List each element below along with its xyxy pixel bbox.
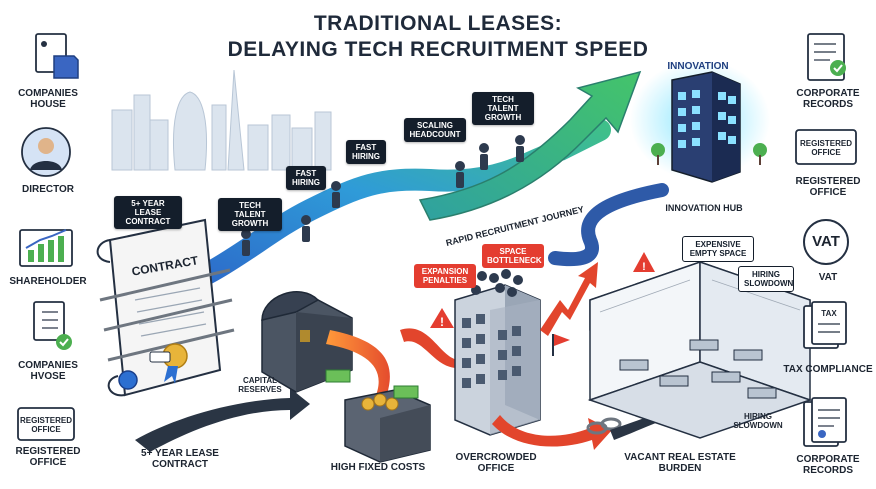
vat-badge-icon <box>803 219 849 265</box>
left-label-director: DIRECTOR <box>21 184 75 195</box>
workers-on-path <box>241 135 525 256</box>
chain-arrow <box>492 415 612 450</box>
chain-link-icon <box>586 417 622 435</box>
tag-expansion-penalties: EXPANSION PENALTIES <box>414 264 476 288</box>
tag-tech-talent-growth-top: TECH TALENT GROWTH <box>472 92 534 125</box>
tag-expensive-empty-space: EXPENSIVE EMPTY SPACE <box>682 236 754 262</box>
tag-space-bottleneck: SPACE BOTTLENECK <box>482 244 544 268</box>
title-line-1: TRADITIONAL LEASES: <box>313 12 563 35</box>
tag-fast-hiring-2: FAST HIRING <box>286 166 326 190</box>
tag-fast-hiring-1: FAST HIRING <box>346 140 386 164</box>
right-label-corporate-records: CORPORATE RECORDS <box>796 88 860 110</box>
warning-flag-icon <box>552 334 570 356</box>
hiring-slowdown-note: HIRING SLOWDOWN <box>733 412 783 430</box>
cash-box <box>325 369 431 463</box>
lower-arrow <box>135 388 310 452</box>
left-label-registered-office: REGISTERED OFFICE <box>15 446 81 468</box>
registered-office-sign-icon-right <box>795 129 857 165</box>
warning-icon-2: ! <box>633 252 655 273</box>
vacant-real-estate-label: VACANT REAL ESTATE BURDEN <box>624 452 736 474</box>
svg-text:!: ! <box>440 315 444 329</box>
tax-doc-text: TAX <box>821 309 837 318</box>
left-sign-registered-office: REGISTERED OFFICE <box>19 416 72 434</box>
right-label-corporate-records-2: CORPORATE RECORDS <box>796 454 860 476</box>
fixed-costs-label: HIGH FIXED COSTS <box>330 462 426 473</box>
svg-text:!: ! <box>642 261 646 273</box>
innovation-hub-label: INNOVATION HUB <box>665 203 743 213</box>
vat-badge-text: VAT <box>812 233 840 250</box>
growth-arrow <box>418 70 642 221</box>
checklist-icon <box>33 301 72 350</box>
records-document-icon <box>803 397 847 447</box>
overcrowded-office-label: OVERCROWDED OFFICE <box>455 452 537 474</box>
right-label-vat: VAT <box>818 272 838 283</box>
city-skyline <box>111 69 332 171</box>
director-avatar-icon <box>21 127 71 177</box>
overcrowded-office-building <box>454 269 541 436</box>
tag-tech-talent-growth-low: TECH TALENT GROWTH <box>218 198 282 231</box>
tax-document-icon <box>803 301 847 349</box>
folder-icon <box>35 33 79 79</box>
tag-scaling-headcount: SCALING HEADCOUNT <box>404 118 466 142</box>
capital-reserves-label: CAPITAL RESERVES <box>238 376 282 394</box>
bar-chart-icon <box>19 229 73 267</box>
warning-icon: ! <box>430 308 454 329</box>
title-line-2: DELAYING TECH RECRUITMENT SPEED <box>227 38 649 61</box>
tag-lease-contract: 5+ YEAR LEASE CONTRACT <box>114 196 182 229</box>
innovation-sign: INNOVATION <box>667 61 729 72</box>
left-label-companies-house: COMPANIES HOUSE <box>18 88 78 110</box>
certificate-icon <box>807 33 846 81</box>
vacant-office-floor <box>587 260 813 439</box>
contract-scroll <box>96 218 235 397</box>
right-label-registered-office: REGISTERED OFFICE <box>795 176 861 198</box>
tag-hiring-slowdown: HIRING SLOWDOWN <box>738 266 794 292</box>
innovation-hub-building <box>630 60 770 183</box>
rising-cost-arrow <box>540 262 598 336</box>
left-label-companies-hvose: COMPANIES HVOSE <box>18 360 78 382</box>
detour-path <box>548 183 669 267</box>
contract-label: 5+ YEAR LEASE CONTRACT <box>141 448 219 470</box>
capital-chest <box>261 291 353 393</box>
registered-office-sign-icon-left <box>17 407 75 441</box>
left-label-shareholder: SHAREHOLDER <box>9 276 87 287</box>
right-label-tax-compliance: TAX COMPLIANCE <box>783 364 873 375</box>
right-sign-registered-office: REGISTERED OFFICE <box>799 139 852 157</box>
